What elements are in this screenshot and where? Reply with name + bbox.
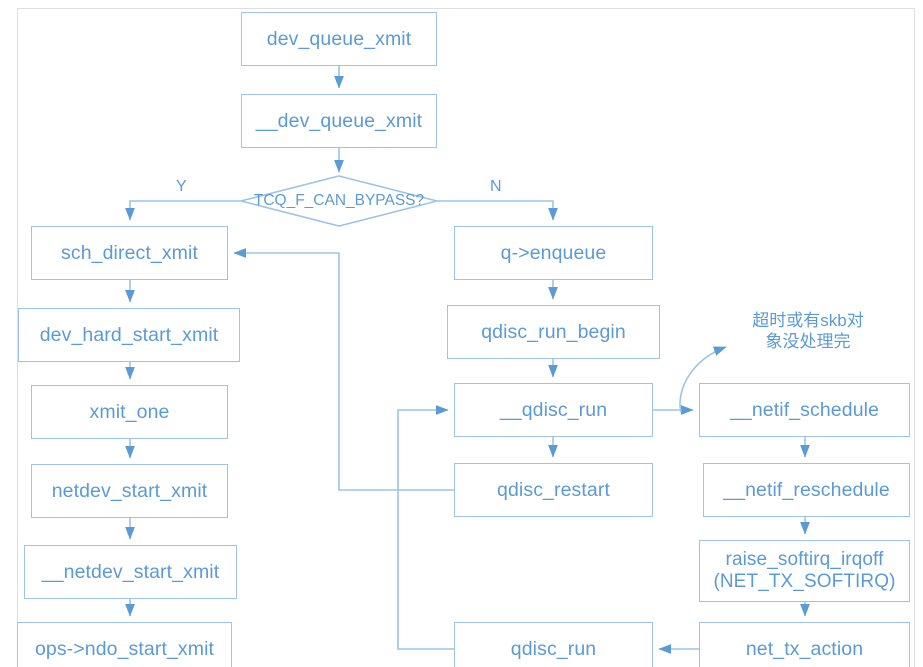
node-qdisc-run-begin[interactable]: qdisc_run_begin xyxy=(447,305,660,359)
node-raise-softirq-irqoff[interactable]: raise_softirq_irqoff (NET_TX_SOFTIRQ) xyxy=(699,540,910,602)
node-dunder-netif-reschedule[interactable]: __netif_reschedule xyxy=(703,463,910,517)
node-dunder-netdev-start-xmit[interactable]: __netdev_start_xmit xyxy=(24,545,237,599)
node-tcq-f-can-bypass-decision[interactable]: TCQ_F_CAN_BYPASS? xyxy=(253,192,425,209)
node-qdisc-restart[interactable]: qdisc_restart xyxy=(454,463,653,517)
edge-qdiscrun-loop-to-underqdiscrun xyxy=(397,405,454,650)
node-dev-hard-start-xmit[interactable]: dev_hard_start_xmit xyxy=(18,308,240,362)
edge-no-branch xyxy=(437,200,558,221)
decision-diamond-shape xyxy=(240,175,438,227)
node-q-enqueue[interactable]: q->enqueue xyxy=(454,226,653,280)
node-ops-ndo-start-xmit[interactable]: ops->ndo_start_xmit xyxy=(17,622,232,667)
edge-label-yes: Y xyxy=(176,178,187,195)
node-xmit-one[interactable]: xmit_one xyxy=(31,385,228,439)
node-netdev-start-xmit[interactable]: netdev_start_xmit xyxy=(31,464,228,518)
node-dunder-qdisc-run[interactable]: __qdisc_run xyxy=(454,383,653,437)
edge-timeout-annotation xyxy=(679,346,727,413)
edge-label-no: N xyxy=(490,178,502,195)
node-qdisc-run[interactable]: qdisc_run xyxy=(454,622,653,667)
edge-yes-branch xyxy=(125,200,241,221)
annotation-timeout-or-pending-skb: 超时或有skb对 象没处理完 xyxy=(752,311,864,352)
node-dev-queue-xmit[interactable]: dev_queue_xmit xyxy=(241,12,437,66)
node-net-tx-action[interactable]: net_tx_action xyxy=(699,622,910,667)
edge-restart-back-to-schdirect xyxy=(233,248,454,491)
node-sch-direct-xmit[interactable]: sch_direct_xmit xyxy=(31,226,228,280)
node-dunder-dev-queue-xmit[interactable]: __dev_queue_xmit xyxy=(241,94,437,148)
node-dunder-netif-schedule[interactable]: __netif_schedule xyxy=(699,383,910,437)
